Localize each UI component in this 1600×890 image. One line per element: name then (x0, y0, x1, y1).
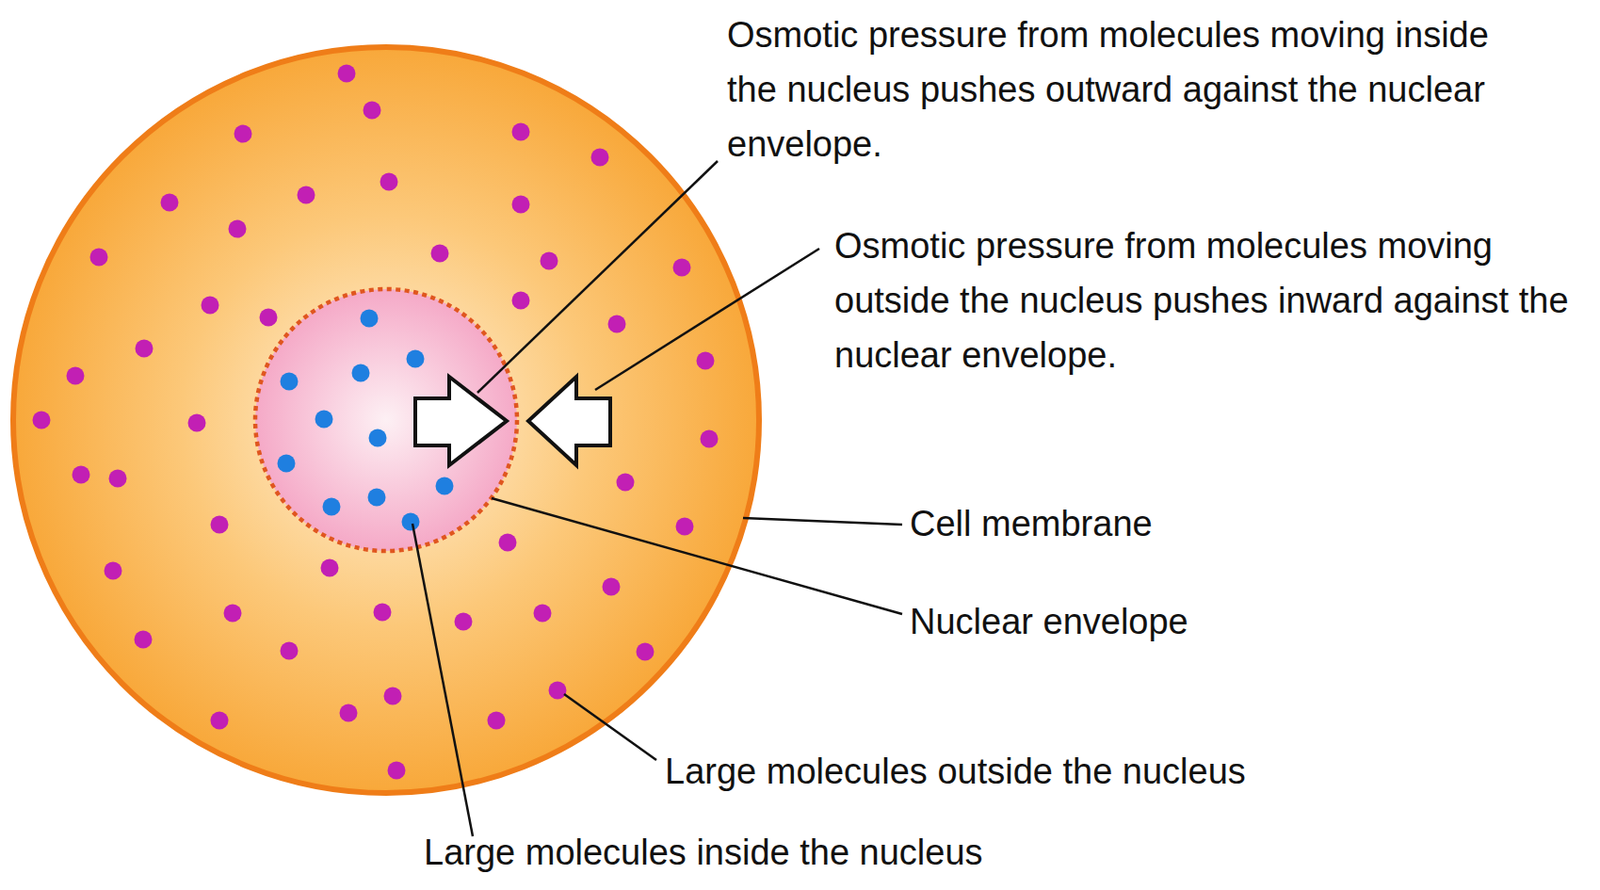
inward-arrow (528, 376, 611, 466)
molecule-dot (380, 173, 399, 192)
molecule-dot (369, 429, 388, 448)
molecule-dot (608, 315, 627, 334)
molecule-dot (315, 410, 334, 429)
molecule-dot (360, 309, 379, 328)
molecule-dot (512, 195, 531, 214)
molecule-dot (673, 258, 692, 277)
molecule-dot (234, 125, 253, 144)
molecule-dot (454, 613, 473, 631)
molecule-dot (549, 681, 567, 700)
molecule-dot (616, 473, 635, 492)
molecule-dot (210, 711, 229, 730)
molecule-dot (591, 148, 610, 167)
molecule-dot (700, 430, 719, 449)
molecule-dot (387, 761, 406, 780)
molecule-dot (499, 533, 518, 552)
molecule-dot (109, 469, 128, 488)
molecule-dot (280, 372, 299, 391)
molecule-dot (32, 411, 51, 430)
molecule-dot (533, 604, 552, 623)
molecule-dot (224, 604, 243, 623)
part-label: Large molecules outside the nucleus (664, 743, 1513, 799)
molecule-dot (188, 414, 207, 433)
molecule-dot (90, 248, 109, 267)
molecule-dot (134, 630, 153, 649)
molecule-dot (363, 101, 382, 120)
molecule-dot (373, 603, 392, 622)
molecule-dot (66, 367, 85, 386)
molecule-dot (384, 687, 403, 706)
nuclear-envelope (255, 289, 518, 551)
molecule-dot (104, 562, 123, 581)
molecule-dot (277, 454, 296, 473)
molecule-dot (352, 364, 371, 383)
molecule-dot (339, 704, 358, 723)
molecule-dot (512, 123, 531, 142)
outward-arrow (415, 376, 507, 466)
molecule-dots (32, 64, 719, 780)
molecule-dot (431, 244, 450, 263)
molecule-dot (321, 559, 340, 578)
molecule-dot (487, 711, 506, 730)
molecule-dot (512, 291, 531, 310)
molecule-dot (201, 296, 220, 315)
leader-lines (412, 161, 903, 837)
molecule-dot (135, 339, 154, 358)
molecule-dot (540, 252, 559, 271)
molecule-dot (368, 488, 387, 507)
molecule-dot (228, 220, 247, 239)
molecule-dot (406, 350, 425, 369)
callout-text: Osmotic pressure from molecules moving o… (834, 218, 1588, 383)
molecule-dot (402, 513, 421, 532)
molecule-dot (676, 517, 695, 536)
molecule-dot (280, 642, 299, 661)
callout-text: Osmotic pressure from molecules moving i… (727, 7, 1537, 172)
molecule-dot (259, 308, 278, 327)
molecule-dot (210, 516, 229, 534)
cell-membrane (13, 47, 760, 793)
molecule-dot (72, 466, 91, 485)
molecule-dot (636, 643, 655, 662)
part-label: Large molecules inside the nucleus (423, 824, 1272, 880)
part-label: Cell membrane (909, 496, 1287, 551)
molecule-dot (602, 578, 621, 597)
molecule-dot (696, 352, 715, 371)
molecule-dot (338, 64, 356, 83)
molecule-dot (297, 186, 316, 205)
molecule-dot (323, 498, 341, 517)
part-label: Nuclear envelope (909, 594, 1381, 649)
molecule-dot (161, 193, 179, 212)
molecule-dot (436, 477, 454, 496)
